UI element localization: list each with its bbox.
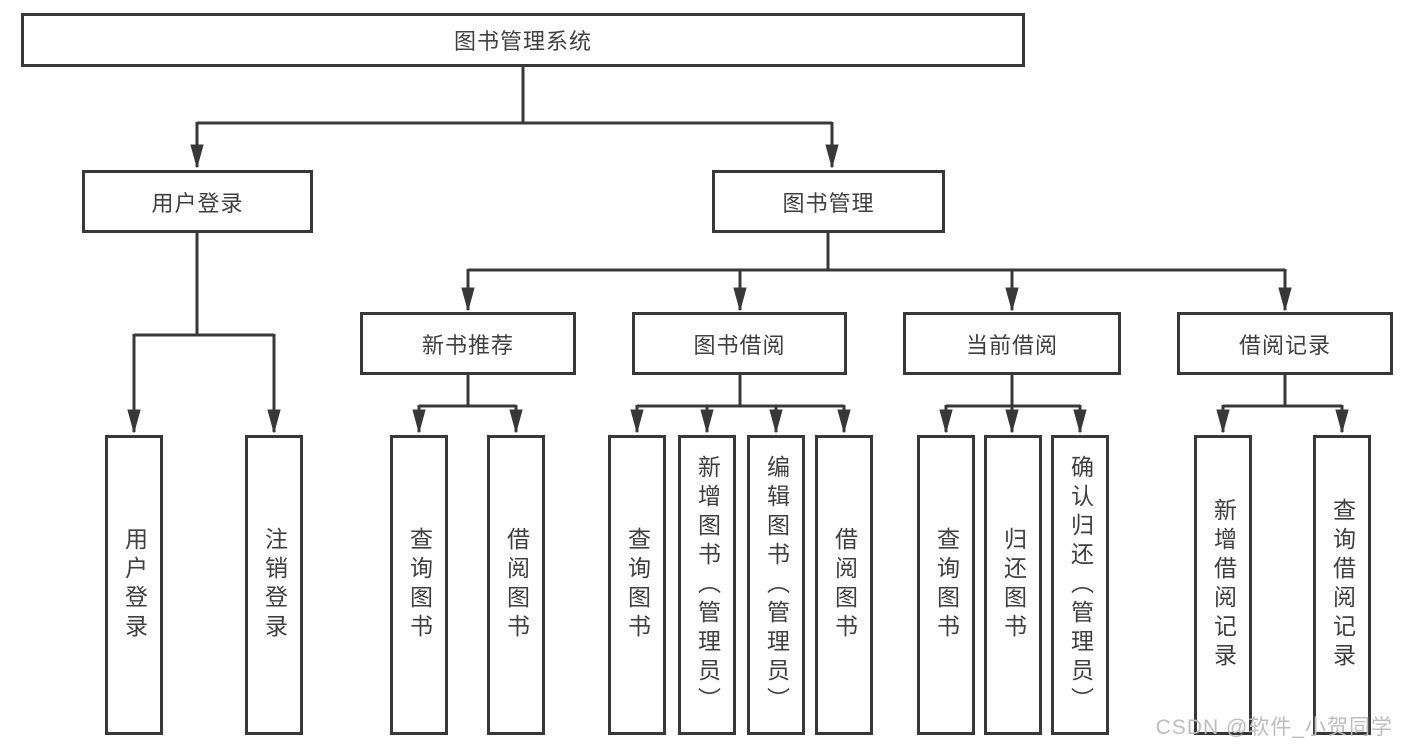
node-borrow-records: 借阅记录: [1177, 312, 1393, 375]
leaf-label: 查询图书: [406, 527, 433, 643]
leaf-borrow-books-newbook: 借阅图书: [487, 435, 545, 735]
connector-book-management-branch: [468, 233, 1285, 310]
connector-current-borrow-branch: [946, 375, 1080, 432]
leaf-label: 注销登录: [261, 527, 288, 643]
leaf-borrow-books: 借阅图书: [815, 435, 873, 735]
leaf-query-books-borrow: 查询图书: [608, 435, 666, 735]
leaf-label: 确认归还（管理员）: [1067, 454, 1094, 716]
node-label: 图书管理: [782, 190, 875, 216]
leaf-label: 用户登录: [121, 527, 148, 643]
leaf-user-login: 用户登录: [105, 435, 163, 735]
leaf-label: 借阅图书: [503, 527, 530, 643]
leaf-confirm-return-admin: 确认归还（管理员）: [1051, 435, 1109, 735]
connector-book-borrow-branch: [637, 375, 844, 432]
node-label: 图书管理系统: [453, 29, 592, 54]
leaf-query-books-current: 查询图书: [917, 435, 975, 735]
leaf-label: 新增图书（管理员）: [694, 454, 721, 716]
leaf-edit-books-admin: 编辑图书（管理员）: [747, 435, 805, 735]
node-user-login: 用户登录: [82, 170, 313, 233]
node-label: 用户登录: [151, 190, 244, 216]
node-new-book-recommend: 新书推荐: [360, 312, 576, 375]
leaf-label: 查询图书: [933, 527, 960, 643]
leaf-add-borrow-record: 新增借阅记录: [1194, 435, 1252, 735]
connector-borrow-records-branch: [1223, 375, 1342, 432]
node-library-management-system: 图书管理系统: [21, 13, 1025, 67]
node-book-borrow: 图书借阅: [632, 312, 847, 375]
leaf-return-books: 归还图书: [984, 435, 1042, 735]
leaf-query-books-newbook: 查询图书: [390, 435, 448, 735]
leaf-label: 查询图书: [624, 527, 651, 643]
connector-root-to-level2: [197, 67, 832, 167]
connector-user-login-branch: [134, 233, 274, 432]
leaf-label: 归还图书: [1000, 527, 1027, 643]
leaf-label: 编辑图书（管理员）: [763, 454, 790, 716]
node-label: 图书借阅: [693, 332, 786, 358]
connector-new-books-branch: [419, 375, 516, 432]
leaf-label: 借阅图书: [831, 527, 858, 643]
leaf-label: 查询借阅记录: [1329, 498, 1356, 672]
leaf-add-books-admin: 新增图书（管理员）: [678, 435, 736, 735]
node-label: 新书推荐: [421, 332, 514, 358]
node-current-borrow: 当前借阅: [903, 312, 1121, 375]
leaf-query-borrow-record: 查询借阅记录: [1313, 435, 1371, 735]
node-book-management: 图书管理: [712, 170, 945, 233]
leaf-logout: 注销登录: [245, 435, 303, 735]
node-label: 当前借阅: [965, 332, 1058, 358]
csdn-watermark: CSDN @软件_小贺同学: [1155, 716, 1393, 739]
leaf-label: 新增借阅记录: [1210, 498, 1237, 672]
node-label: 借阅记录: [1238, 332, 1331, 358]
